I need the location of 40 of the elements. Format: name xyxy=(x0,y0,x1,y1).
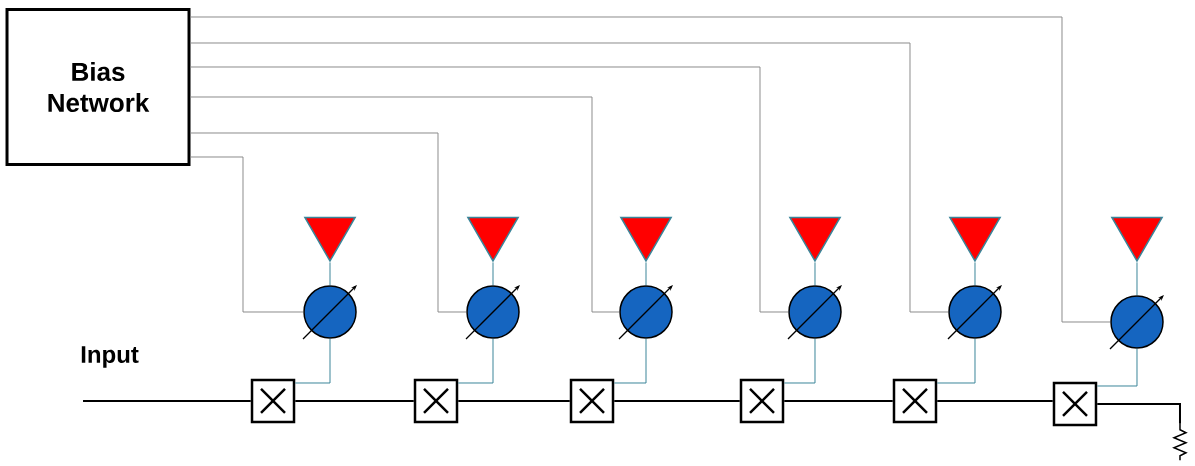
phase-shifter-symbol xyxy=(947,285,1002,340)
connector-line xyxy=(190,16,1111,323)
phase-shifter-symbol xyxy=(618,285,673,340)
connector-line xyxy=(613,338,647,384)
connector-line xyxy=(294,338,331,384)
connector-line xyxy=(82,400,252,402)
connector-line xyxy=(457,338,494,384)
connector-line xyxy=(329,262,331,286)
phase-shifter-symbol xyxy=(1109,295,1164,350)
coupler-box xyxy=(1052,381,1098,427)
coupler-box xyxy=(569,378,615,424)
resistor-symbol xyxy=(1172,423,1188,461)
connector-line xyxy=(814,262,816,286)
coupler-box xyxy=(413,378,459,424)
coupler-box xyxy=(739,378,785,424)
connector-line xyxy=(190,96,620,313)
connector-line xyxy=(613,400,741,402)
coupler-box xyxy=(250,378,296,424)
connector-line xyxy=(645,262,647,286)
phase-shifter-symbol xyxy=(302,285,357,340)
connector-line xyxy=(974,262,976,286)
connector-line xyxy=(190,132,467,313)
block-box: Bias Network xyxy=(5,8,191,166)
phase-shifter-symbol xyxy=(787,285,842,340)
connector-line xyxy=(190,66,789,313)
port-label: Input xyxy=(81,346,139,368)
connector-line xyxy=(783,400,894,402)
connector-line xyxy=(1136,262,1138,296)
coupler-box xyxy=(892,378,938,424)
connector-line xyxy=(294,400,415,402)
connector-line xyxy=(457,400,571,402)
phase-shifter-symbol xyxy=(465,285,520,340)
connector-line xyxy=(936,400,1054,402)
connector-line xyxy=(1096,348,1138,387)
connector-line xyxy=(1096,403,1181,425)
connector-line xyxy=(492,262,494,286)
connector-line xyxy=(190,42,949,313)
connector-line xyxy=(190,156,304,313)
connector-line xyxy=(783,338,816,384)
connector-line xyxy=(936,338,976,384)
